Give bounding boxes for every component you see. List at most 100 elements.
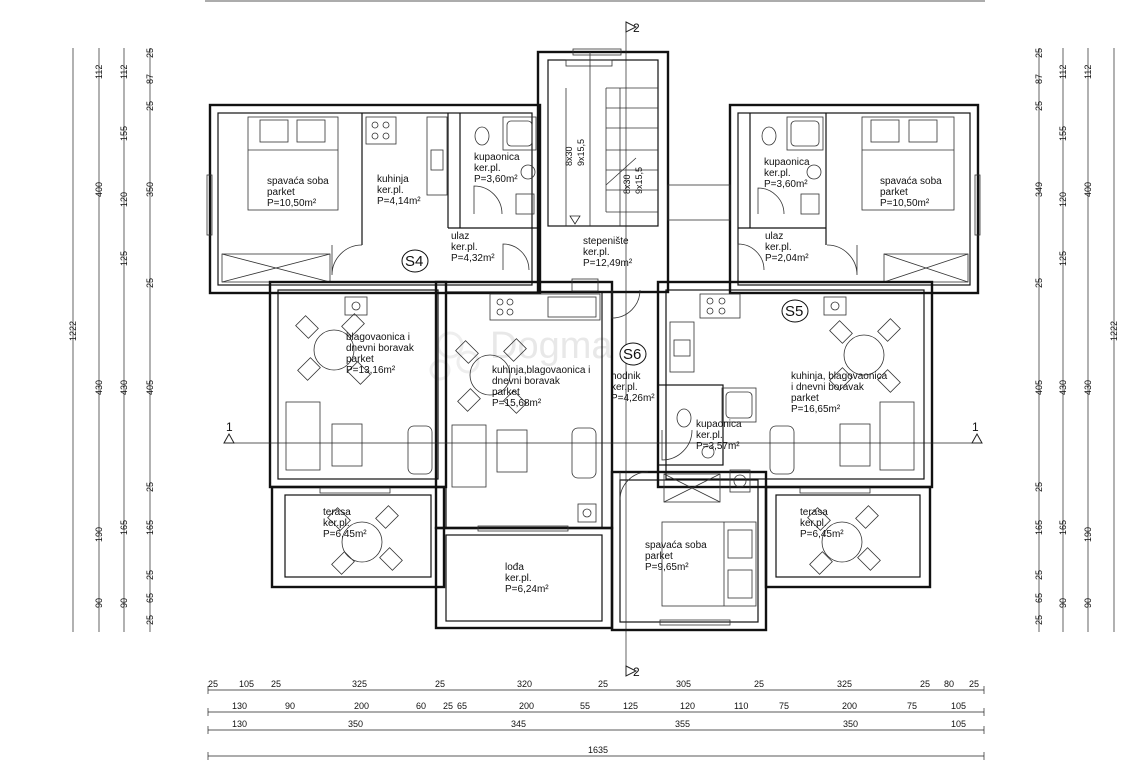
unit-id: S5 (785, 303, 803, 320)
room-label-line: ulaz (451, 231, 469, 242)
section-label-bottom: 2 (633, 665, 640, 679)
dim-label: 1635 (588, 745, 608, 755)
dim-label: 25 (754, 679, 764, 689)
dim-label: 25 (920, 679, 930, 689)
dim-label: 405 (145, 380, 155, 395)
dim-label: 125 (119, 251, 129, 266)
dim-label: 200 (354, 701, 369, 711)
dim-label: 112 (94, 65, 104, 79)
dim-label: 350 (843, 719, 858, 729)
dim-label: 75 (779, 701, 789, 711)
room-label-line: dnevni boravak (346, 343, 415, 354)
dim-label: 87 (1034, 74, 1044, 84)
kitchen-right (669, 293, 915, 475)
dim-label: 110 (734, 701, 748, 711)
room-label-line: ker.pl. (505, 573, 532, 584)
unit-id: S6 (623, 346, 641, 363)
room-label-line: P=4,32m² (451, 253, 495, 264)
stair-core (565, 52, 731, 226)
dim-label: 349 (1034, 182, 1044, 197)
dim-label: 25 (145, 48, 155, 58)
room-label-line: P=3,60m² (474, 174, 518, 185)
dim-label: 320 (517, 679, 532, 689)
room-label-line: parket (645, 551, 673, 562)
dim-label: 200 (842, 701, 857, 711)
room-label-line: kuhinja, blagovaonica (791, 371, 888, 382)
dim-label: 65 (457, 701, 467, 711)
dim-label: 190 (94, 527, 104, 542)
dim-label: 55 (580, 701, 590, 711)
room-label-line: P=10,50m² (267, 198, 317, 209)
dim-label: 125 (1058, 251, 1068, 266)
dim-label: 65 (145, 593, 155, 603)
dim-label: 25 (435, 679, 445, 689)
dim-label: 325 (837, 679, 852, 689)
room-label-line: ker.pl. (611, 382, 638, 393)
room-label-line: ker.pl. (764, 168, 791, 179)
room-label-line: P=16,65m² (791, 404, 841, 415)
room-label-line: P=6,45m² (800, 529, 844, 540)
room-label-line: parket (791, 393, 819, 404)
room-label-line: ker.pl. (765, 242, 792, 253)
dim-label: 165 (119, 520, 129, 535)
room-label-line: hodnik (611, 371, 641, 382)
room-label-line: P=3,57m² (696, 441, 740, 452)
dim-label: 400 (94, 182, 104, 197)
dim-label: 90 (285, 701, 295, 711)
dim-label: 87 (145, 74, 155, 84)
room-label-line: P=3,60m² (764, 179, 808, 190)
kitchen-upper-left (365, 116, 448, 196)
windows (206, 48, 981, 626)
dim-label: 25 (443, 701, 453, 711)
room-label-line: ker.pl. (800, 518, 827, 529)
bed-left (247, 116, 339, 211)
dim-label: 105 (951, 701, 966, 711)
room-label-line: parket (346, 354, 374, 365)
unit-id: S4 (405, 253, 423, 270)
dim-label: 80 (944, 679, 954, 689)
room-label-line: dnevni boravak (492, 376, 561, 387)
dim-label: 165 (145, 520, 155, 535)
dim-label: 305 (676, 679, 691, 689)
dim-label: 155 (1058, 126, 1068, 141)
room-label-line: P=6,24m² (505, 584, 549, 595)
room-label-line: spavaća soba (645, 540, 707, 551)
room-label-line: terasa (800, 507, 828, 518)
room-label-line: spavaća soba (267, 176, 329, 187)
dim-label: 112 (1083, 65, 1093, 79)
dim-label: 25 (1034, 101, 1044, 111)
bath-upper-right (761, 116, 824, 215)
room-label-line: terasa (323, 507, 351, 518)
dim-label: 190 (1083, 527, 1093, 542)
unit-marker-circle (619, 342, 647, 366)
bath-upper-left (474, 116, 537, 215)
room-label-line: P=13,16m² (346, 365, 396, 376)
room-label-line: kuhinja,blagovaonica i (492, 365, 590, 376)
room-label-line: kupaonica (696, 419, 742, 430)
room-label-line: P=6,45m² (323, 529, 367, 540)
dim-label: 75 (907, 701, 917, 711)
dim-label: 25 (1034, 482, 1044, 492)
room-label-line: P=4,14m² (377, 196, 421, 207)
section-label-right: 1 (972, 420, 979, 434)
stair-label-line: 9x15,5 (576, 139, 586, 166)
room-label-line: P=4,26m² (611, 393, 655, 404)
dim-label: 25 (145, 570, 155, 580)
room-label-line: ker.pl. (451, 242, 478, 253)
bedroom-s6 (661, 473, 757, 607)
stair-label-line: 9x15,5 (634, 167, 644, 194)
dim-label: 25 (1034, 278, 1044, 288)
room-label-line: ker.pl. (323, 518, 350, 529)
dim-label: 165 (1034, 520, 1044, 535)
room-label-line: P=15,68m² (492, 398, 542, 409)
